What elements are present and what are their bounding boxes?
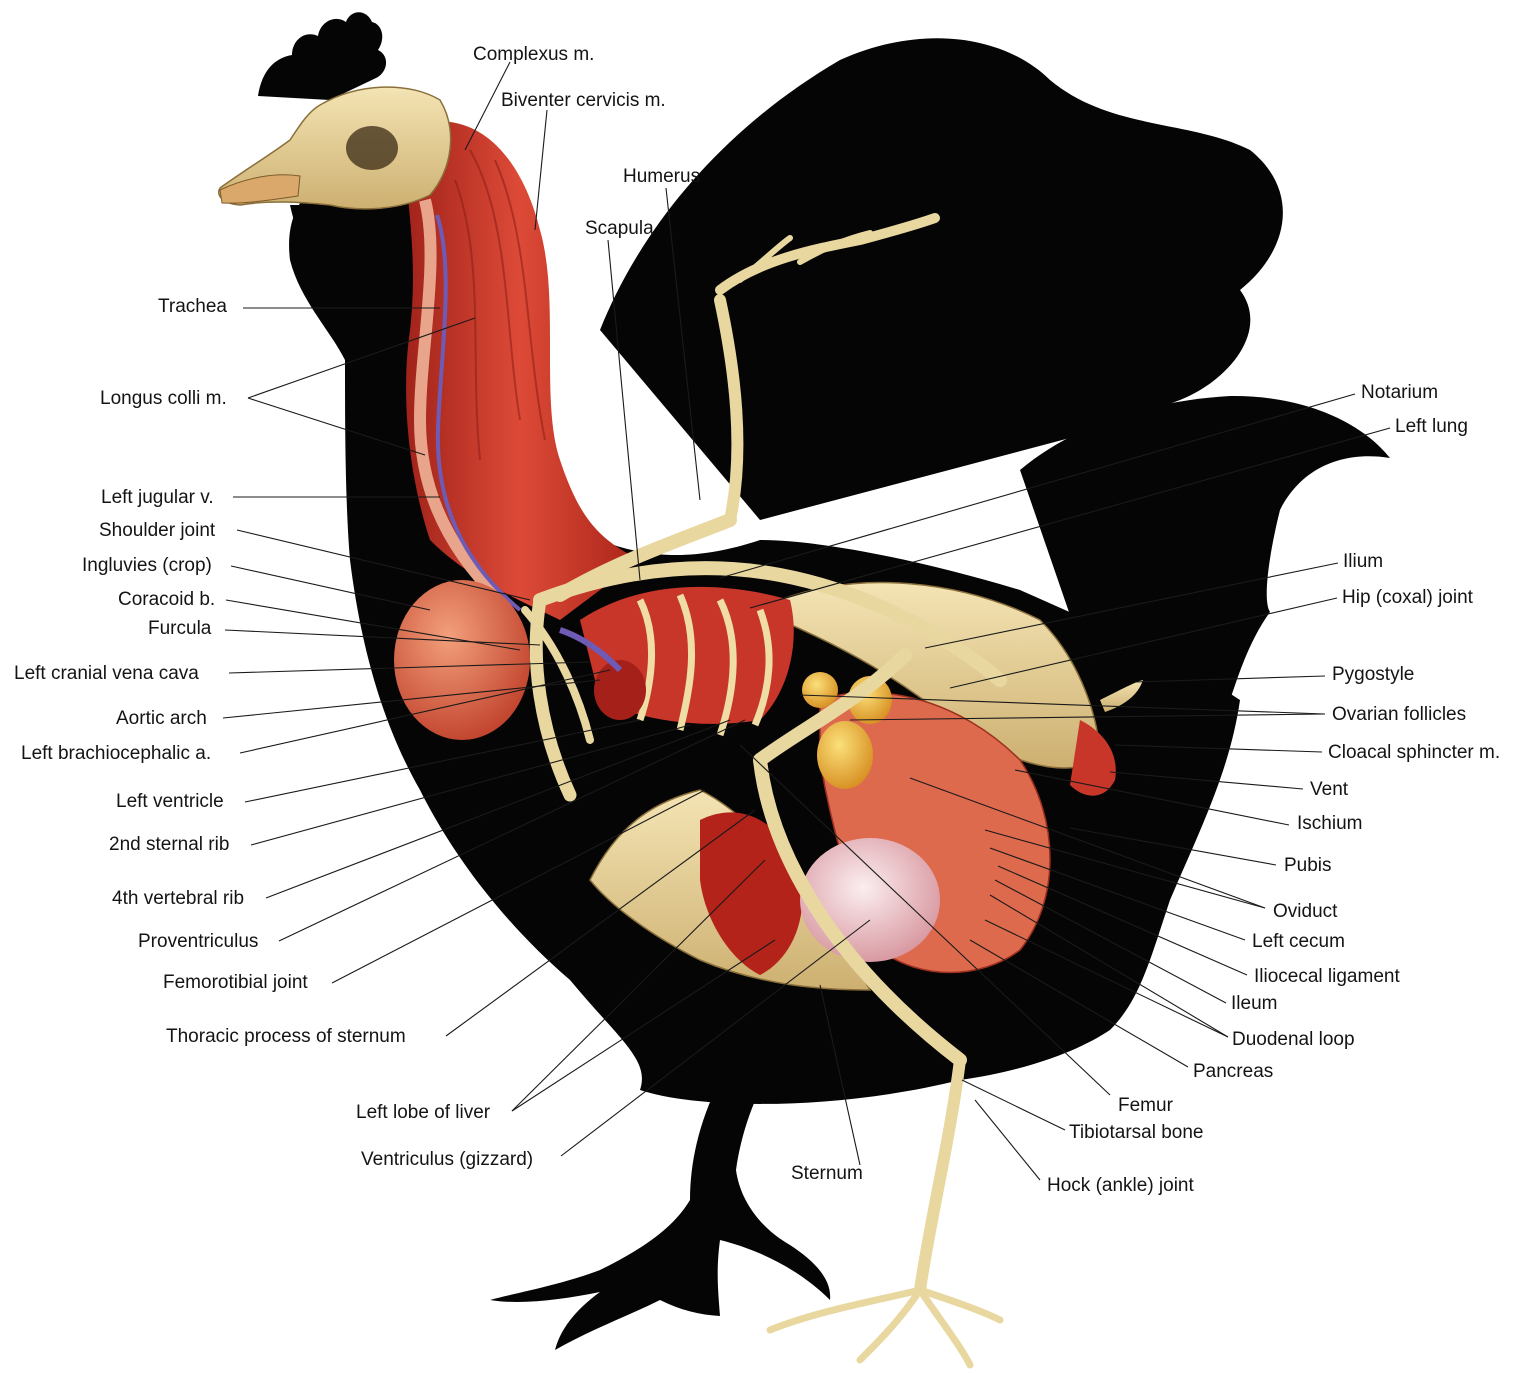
label-notarium: Notarium: [1361, 382, 1438, 403]
label-left-lung: Left lung: [1395, 416, 1468, 437]
label-ilium: Ilium: [1343, 551, 1383, 572]
biventer-cervicis-muscle: [400, 121, 640, 620]
label-scapula: Scapula: [585, 218, 654, 239]
leader-tibiotarsal: [962, 1080, 1065, 1130]
label-ischium: Ischium: [1297, 813, 1362, 834]
label-pubis: Pubis: [1284, 855, 1332, 876]
label-duodenal-loop: Duodenal loop: [1232, 1029, 1355, 1050]
label-left-lobe-liver: Left lobe of liver: [356, 1102, 491, 1123]
leader-hock: [975, 1100, 1040, 1180]
label-tibiotarsal-bone: Tibiotarsal bone: [1069, 1122, 1203, 1143]
crop-organ: [394, 580, 530, 740]
label-left-cecum: Left cecum: [1252, 931, 1345, 952]
label-iliocecal-ligament: Iliocecal ligament: [1254, 966, 1400, 987]
label-femorotibial-joint: Femorotibial joint: [163, 972, 308, 993]
label-pancreas: Pancreas: [1193, 1061, 1273, 1082]
label-thoracic-process: Thoracic process of sternum: [166, 1026, 406, 1047]
ovarian-follicle-1: [817, 721, 873, 789]
label-hip-joint: Hip (coxal) joint: [1342, 587, 1474, 608]
label-cloacal-sphincter: Cloacal sphincter m.: [1328, 742, 1500, 763]
toe-bones: [770, 1290, 1000, 1365]
gizzard: [800, 838, 940, 962]
label-longus-colli: Longus colli m.: [100, 388, 227, 409]
label-shoulder-joint: Shoulder joint: [99, 520, 216, 541]
label-oviduct: Oviduct: [1273, 901, 1338, 922]
label-aortic-arch: Aortic arch: [116, 708, 207, 729]
label-pygostyle: Pygostyle: [1332, 664, 1414, 685]
tarsometatarsus-bone: [920, 1060, 960, 1290]
label-2nd-sternal-rib: 2nd sternal rib: [109, 834, 229, 855]
label-proventriculus: Proventriculus: [138, 931, 258, 952]
leader-biventer: [535, 110, 547, 230]
label-coracoid: Coracoid b.: [118, 589, 215, 610]
ovarian-follicle-3: [802, 672, 838, 708]
label-hock-joint: Hock (ankle) joint: [1047, 1175, 1194, 1196]
label-sternum: Sternum: [791, 1163, 863, 1184]
label-humerus: Humerus: [623, 166, 700, 187]
label-vent: Vent: [1310, 779, 1349, 800]
label-4th-vertebral-rib: 4th vertebral rib: [112, 888, 244, 909]
label-trachea: Trachea: [158, 296, 227, 317]
eye-orbit: [346, 126, 398, 170]
label-left-ventricle: Left ventricle: [116, 791, 224, 812]
label-femur: Femur: [1118, 1095, 1174, 1116]
label-left-jugular: Left jugular v.: [101, 487, 214, 508]
label-ovarian-follicles: Ovarian follicles: [1332, 704, 1466, 725]
label-left-cranial-vena-cava: Left cranial vena cava: [14, 663, 199, 684]
label-furcula: Furcula: [148, 618, 212, 639]
label-ingluvies: Ingluvies (crop): [82, 555, 212, 576]
label-left-brachiocephalic: Left brachiocephalic a.: [21, 743, 211, 764]
label-ventriculus: Ventriculus (gizzard): [361, 1149, 533, 1170]
neck-muscles: [400, 121, 640, 620]
label-ileum: Ileum: [1231, 993, 1277, 1014]
label-complexus: Complexus m.: [473, 44, 594, 65]
skull: [219, 87, 451, 209]
label-biventer: Biventer cervicis m.: [501, 90, 666, 111]
